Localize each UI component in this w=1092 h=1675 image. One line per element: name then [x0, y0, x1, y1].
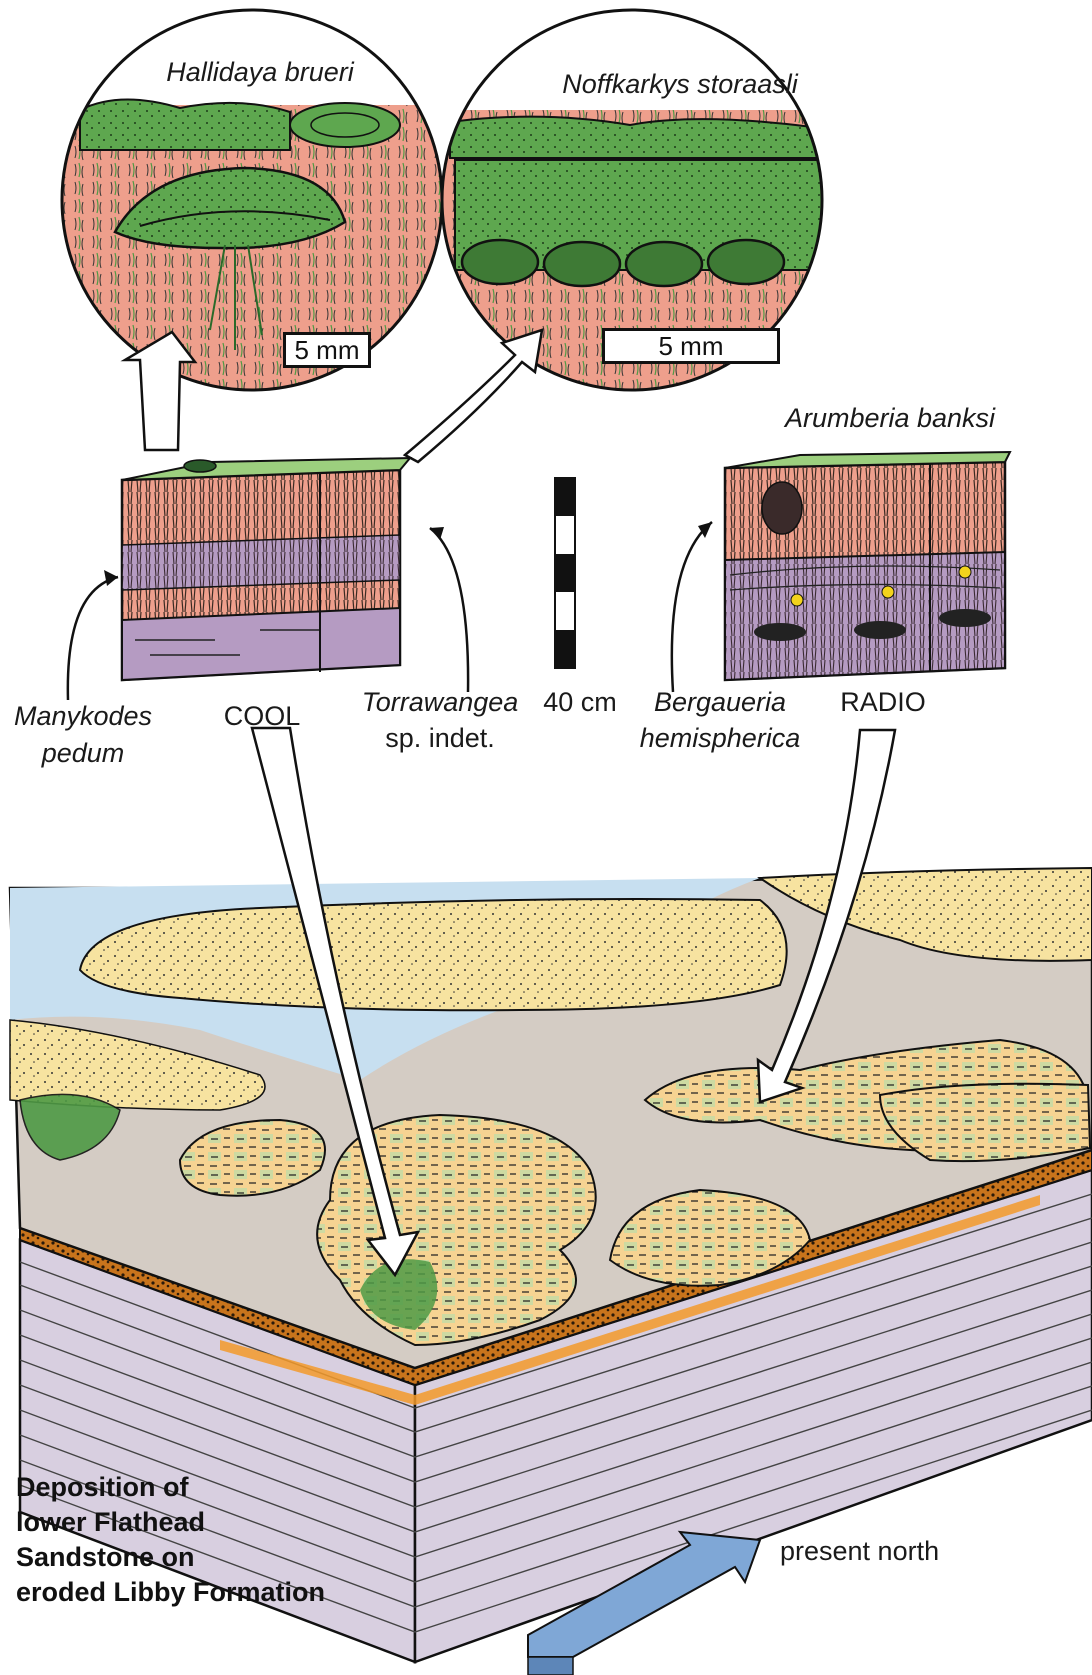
scale-bar-label: 40 cm [530, 686, 630, 718]
arumberia-species-label: Arumberia banksi [760, 402, 1020, 434]
caption-line-3: Sandstone on [16, 1540, 325, 1575]
radio-section-block [725, 452, 1010, 680]
caption-line-2: lower Flathead [16, 1505, 325, 1540]
present-north-label: present north [780, 1535, 939, 1567]
scale-bar-40cm [555, 478, 575, 668]
noffkarkys-tubes [455, 160, 830, 286]
hallidaya-species-label: Hallidaya brueri [150, 56, 370, 88]
torrawangea-label-line1: Torrawangea [345, 686, 535, 718]
bergaueria-pointer [672, 522, 712, 692]
caption-line-1: Deposition of [16, 1470, 325, 1505]
figure-caption: Deposition of lower Flathead Sandstone o… [16, 1470, 325, 1610]
bergaueria-label-line2: hemispherica [625, 722, 815, 754]
hallidaya-scale-label: 5 mm [283, 332, 371, 368]
manykodes-pointer [68, 577, 118, 700]
bergaueria-burrow [762, 482, 802, 534]
manykodes-label-line1: Manykodes [8, 700, 158, 732]
bergaueria-label-line1: Bergaueria [625, 686, 815, 718]
manykodes-label-line2: pedum [8, 737, 158, 769]
cool-section-block [122, 458, 410, 680]
caption-line-4: eroded Libby Formation [16, 1575, 325, 1610]
callout-arrow-right [405, 330, 542, 462]
radio-site-label: RADIO [818, 686, 948, 718]
cool-site-label: COOL [212, 700, 312, 732]
hallidaya-disc-small [290, 103, 400, 147]
torrawangea-label-line2: sp. indet. [345, 722, 535, 754]
sand-bar [80, 899, 787, 1010]
noffkarkys-scale-label: 5 mm [602, 328, 780, 364]
noffkarkys-species-label: Noffkarkys storaasli [535, 68, 825, 100]
torrawangea-pointer [430, 528, 468, 692]
